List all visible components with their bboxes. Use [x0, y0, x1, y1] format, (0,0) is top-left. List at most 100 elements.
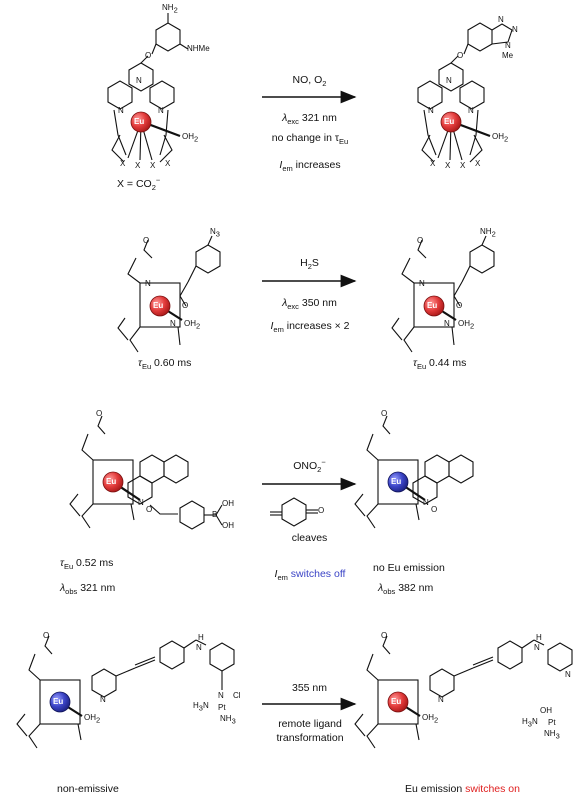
observation-label: Iem increases × 2 — [270, 320, 350, 335]
quinone-methide — [270, 497, 318, 527]
atom-label-oh2: OH2 — [422, 713, 439, 725]
observation-label: remote ligand — [278, 718, 342, 730]
reagent-label: 355 nm — [291, 682, 328, 694]
atom-label-n: N — [158, 106, 164, 115]
reagent-label: H2S — [300, 257, 319, 272]
atom-label-x: X — [150, 161, 156, 170]
atom-label-n: N — [498, 15, 504, 24]
atom-label-n: N — [136, 76, 142, 85]
atom-label-h: H — [536, 633, 542, 642]
atom-label-cl: Cl — [233, 691, 241, 700]
atom-label-oh2: OH2 — [184, 319, 201, 331]
atom-label-n: N — [428, 106, 434, 115]
atom-label-n: N — [419, 279, 425, 288]
atom-label-x: X — [135, 161, 141, 170]
condition-label: λexc 321 nm — [282, 112, 337, 127]
row4-reactant — [16, 635, 235, 749]
atom-label-x: X — [445, 161, 451, 170]
atom-label-o: O — [146, 505, 153, 514]
eu-ion-emissive — [149, 295, 171, 317]
eu-ion-emissive — [387, 691, 409, 713]
atom-label-o: O — [96, 409, 103, 418]
emission-status: Eu emission switches on — [405, 783, 520, 795]
atom-label-eu: Eu — [427, 301, 438, 310]
wavelength-label: λobs 382 nm — [378, 582, 434, 597]
lifetime-label: τEu 0.52 ms — [60, 557, 114, 572]
eu-ion-emissive — [130, 111, 152, 133]
atom-label-n: N — [438, 695, 444, 704]
atom-label-n: N — [423, 498, 429, 507]
atom-label-oh2: OH2 — [84, 713, 101, 725]
atom-label-pt: Pt — [218, 703, 226, 712]
row2-product — [391, 235, 495, 353]
atom-label-o: O — [431, 505, 438, 514]
lifetime-label: τEu 0.44 ms — [413, 357, 467, 372]
atom-label-x: X — [120, 159, 126, 168]
condition-label: λexc 350 nm — [282, 297, 337, 312]
atom-label-eu: Eu — [391, 697, 402, 706]
eu-ion-quenched — [49, 691, 71, 713]
reagent-label: NO, O2 — [292, 74, 327, 89]
atom-label-n: N — [100, 695, 106, 704]
atom-label-nh3: NH3 — [220, 714, 236, 726]
atom-label-h3n: H3N — [193, 701, 209, 713]
atom-label-eu: Eu — [391, 477, 402, 486]
atom-label-nh3: NH3 — [544, 729, 560, 741]
atom-label-n: N — [505, 41, 511, 50]
emission-status: non-emissive — [57, 783, 119, 795]
atom-label-n: N — [138, 498, 144, 507]
atom-label-h: H — [198, 633, 204, 642]
eu-ion-emissive — [423, 295, 445, 317]
atom-label-h3n: H3N — [522, 717, 538, 729]
atom-label-b: B — [212, 510, 218, 519]
atom-label-o: O — [43, 631, 50, 640]
atom-label-n: N — [512, 25, 518, 34]
atom-label-x: X — [475, 159, 481, 168]
eu-ion-emissive — [102, 471, 124, 493]
atom-label-n: N — [170, 319, 176, 328]
atom-label-x: X — [430, 159, 436, 168]
atom-label-n: N — [534, 643, 540, 652]
atom-label-x: X — [165, 159, 171, 168]
row3-product — [354, 415, 474, 529]
observation-label: Iem increases — [279, 159, 341, 174]
atom-label-pt: Pt — [548, 718, 556, 727]
eu-ion-quenched — [387, 471, 409, 493]
atom-label-n: N — [218, 691, 224, 700]
row2-reactant — [117, 235, 221, 353]
atom-label-o: O — [381, 409, 388, 418]
atom-label-oh2: OH2 — [492, 132, 509, 144]
atom-label-nh2: NH2 — [162, 3, 178, 15]
atom-label-nh2: NH2 — [480, 227, 496, 239]
atom-label-eu: Eu — [153, 301, 164, 310]
wavelength-label: λobs 321 nm — [60, 582, 116, 597]
atom-label-n3: N3 — [210, 227, 220, 239]
atom-label-oh: OH — [222, 499, 234, 508]
atom-label-n: N — [118, 106, 124, 115]
atom-label-nhme: NHMe — [187, 44, 210, 53]
reagent-label: ONO2− — [293, 457, 326, 475]
atom-label-o: O — [417, 236, 424, 245]
atom-label-n: N — [446, 76, 452, 85]
observation-label: cleaves — [291, 532, 328, 544]
eu-ion-emissive — [440, 111, 462, 133]
atom-label-o: O — [145, 51, 152, 60]
atom-label-eu: Eu — [134, 117, 145, 126]
observation-label: transformation — [276, 732, 344, 744]
atom-label-o: O — [143, 236, 150, 245]
row4-product — [354, 635, 573, 749]
atom-label-x: X — [460, 161, 466, 170]
atom-label-o: O — [381, 631, 388, 640]
atom-label-oh: OH — [222, 521, 234, 530]
atom-label-o: O — [457, 51, 464, 60]
observation-label: Iem switches off — [274, 568, 346, 583]
atom-label-eu: Eu — [53, 697, 64, 706]
atom-label-o: O — [456, 301, 463, 310]
emission-status: no Eu emission — [373, 562, 445, 574]
row1-reactant — [107, 13, 189, 163]
atom-label-oh2: OH2 — [182, 132, 199, 144]
lifetime-label: τEu 0.60 ms — [138, 357, 192, 372]
atom-label-oh: OH — [540, 706, 552, 715]
atom-label-me: Me — [502, 51, 514, 60]
